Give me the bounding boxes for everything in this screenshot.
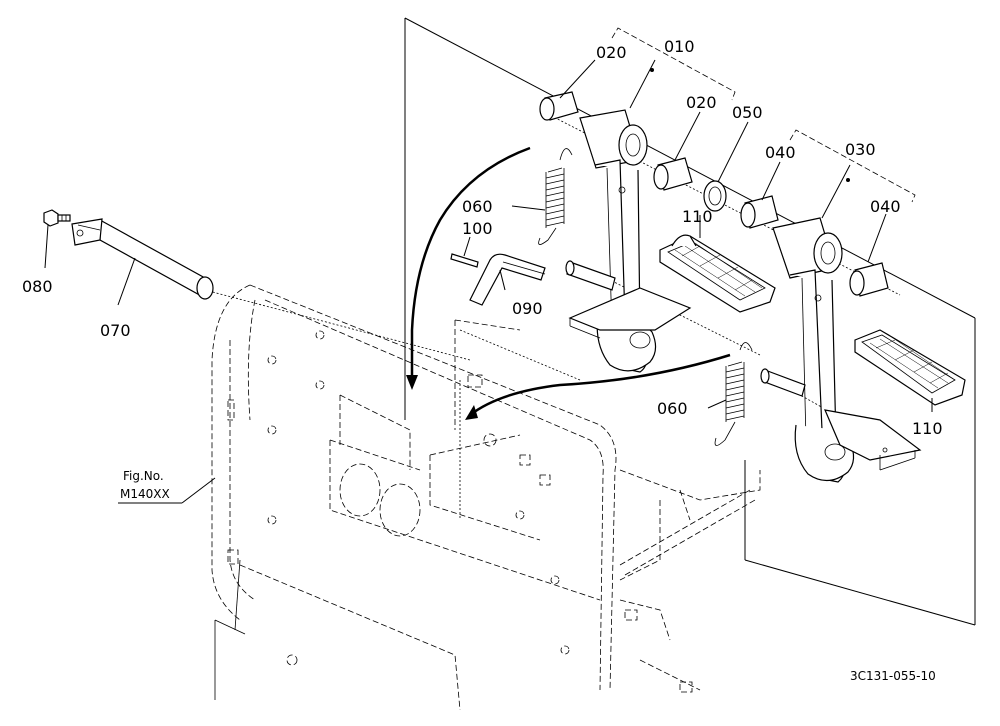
label-040-left: 040 <box>765 143 796 162</box>
pivot-shaft-070 <box>71 218 214 300</box>
label-010: 010 <box>664 37 695 56</box>
drawing-code: 3C131-055-10 <box>850 669 936 683</box>
chassis-frame <box>211 284 761 711</box>
label-060-lower: 060 <box>657 399 688 418</box>
bushing-020-right <box>653 157 693 191</box>
leader-lines <box>44 27 933 504</box>
label-110-upper: 110 <box>682 207 713 226</box>
label-060-upper: 060 <box>462 197 493 216</box>
bushing-040-left <box>740 195 779 229</box>
pedal-arm-030 <box>772 217 922 483</box>
figure-ref-line1: Fig.No. <box>123 469 164 483</box>
washer-050 <box>703 180 727 212</box>
label-020-right: 020 <box>686 93 717 112</box>
label-030: 030 <box>845 140 876 159</box>
pin-left-pedal <box>565 260 616 291</box>
spring-060-lower <box>714 342 753 446</box>
bolt-080 <box>43 209 71 227</box>
link-rod-090 <box>469 253 546 306</box>
footrest-pad-110-lower <box>854 329 966 406</box>
spring-060-upper <box>538 148 573 245</box>
figure-ref-line2: M140XX <box>120 487 170 501</box>
pedal-arm-010 <box>568 109 692 373</box>
spring-routing-arrows <box>406 146 731 420</box>
label-050: 050 <box>732 103 763 122</box>
pin-right-pedal <box>760 368 806 397</box>
label-020-upper: 020 <box>596 43 627 62</box>
label-040-right: 040 <box>870 197 901 216</box>
label-100: 100 <box>462 219 493 238</box>
label-110-lower: 110 <box>912 419 943 438</box>
bushing-020-left <box>539 91 579 121</box>
clevis-pin-100 <box>450 253 479 268</box>
label-070: 070 <box>100 321 131 340</box>
label-080: 080 <box>22 277 53 296</box>
label-090: 090 <box>512 299 543 318</box>
footrest-pad-110-upper <box>659 234 776 313</box>
bushing-040-right <box>849 262 889 297</box>
